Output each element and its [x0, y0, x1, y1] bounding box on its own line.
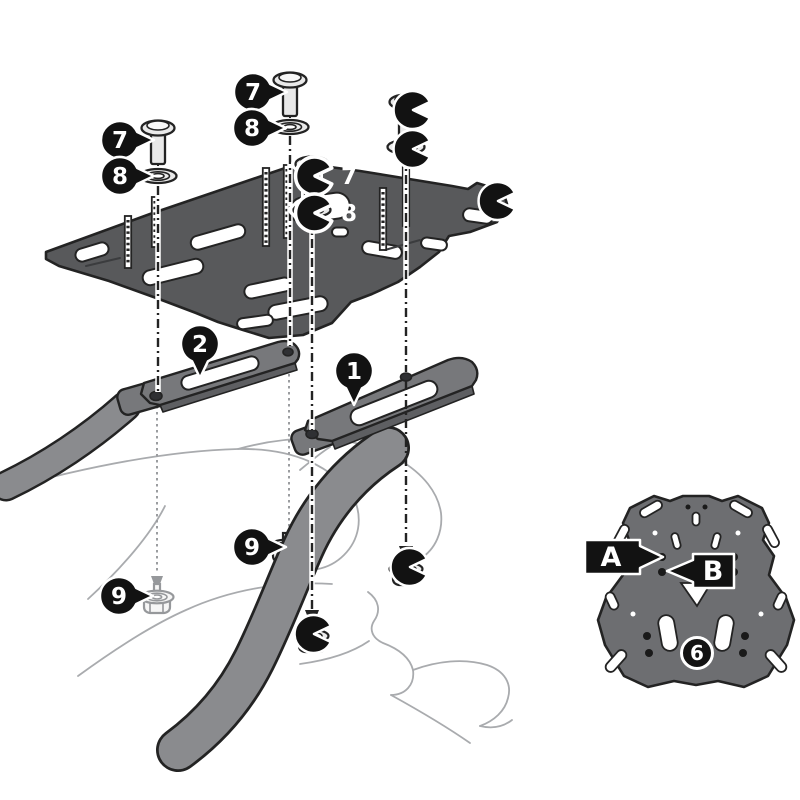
callout-rack-plate: 6 — [477, 180, 540, 222]
svg-text:7: 7 — [341, 164, 357, 190]
svg-text:2: 2 — [192, 332, 208, 358]
callout-nut-left: 9 — [98, 575, 155, 617]
callout-washer-top-right: 8 — [392, 128, 455, 170]
assembly-guide-lines — [155, 136, 409, 610]
svg-text:9: 9 — [244, 535, 260, 561]
callout-screw-top-center: 7 — [232, 71, 289, 113]
dotted-guide-lines — [156, 356, 290, 574]
inset-label-b: B — [665, 552, 736, 590]
svg-text:9: 9 — [111, 584, 127, 610]
inset-label-a: A — [583, 538, 665, 576]
callout-nut-hidden: 9 — [231, 526, 288, 568]
svg-text:7: 7 — [112, 128, 128, 154]
svg-text:8: 8 — [439, 137, 455, 163]
svg-text:B: B — [703, 556, 724, 587]
callout-adapter-bar-2: 2 — [179, 323, 221, 380]
svg-text:6: 6 — [690, 641, 704, 665]
inset-part-number: 6 — [680, 636, 714, 670]
callout-washer-top-center: 8 — [231, 107, 288, 149]
inset-rack-plate-top-view: A B 6 — [583, 494, 796, 689]
svg-text:9: 9 — [340, 622, 356, 648]
right-side-rail — [156, 426, 410, 772]
motorcycle-bodywork-outline — [5, 437, 513, 744]
callout-screw-top-left: 7 — [99, 119, 156, 161]
svg-text:6: 6 — [524, 189, 540, 215]
callout-screw-top-right: 7 — [392, 89, 455, 131]
callout-nut-right: 9 — [389, 546, 452, 588]
svg-text:7: 7 — [439, 98, 455, 124]
callout-washer-center: 8 — [293, 192, 357, 234]
callout-nut-center: 9 — [293, 613, 356, 655]
svg-text:8: 8 — [244, 116, 260, 142]
svg-text:9: 9 — [436, 555, 452, 581]
svg-text:7: 7 — [245, 80, 261, 106]
callouts: 7 8 7 8 7 8 7 8 — [98, 71, 540, 655]
callout-adapter-bar-1: 1 — [333, 350, 375, 407]
svg-text:A: A — [601, 542, 622, 573]
callout-washer-top-left: 8 — [99, 155, 156, 197]
svg-text:1: 1 — [346, 359, 362, 385]
left-side-rail — [0, 390, 142, 502]
svg-text:8: 8 — [341, 201, 357, 227]
adapter-bar-2 — [116, 339, 301, 416]
adapter-bar-1 — [290, 356, 479, 456]
svg-text:8: 8 — [112, 164, 128, 190]
